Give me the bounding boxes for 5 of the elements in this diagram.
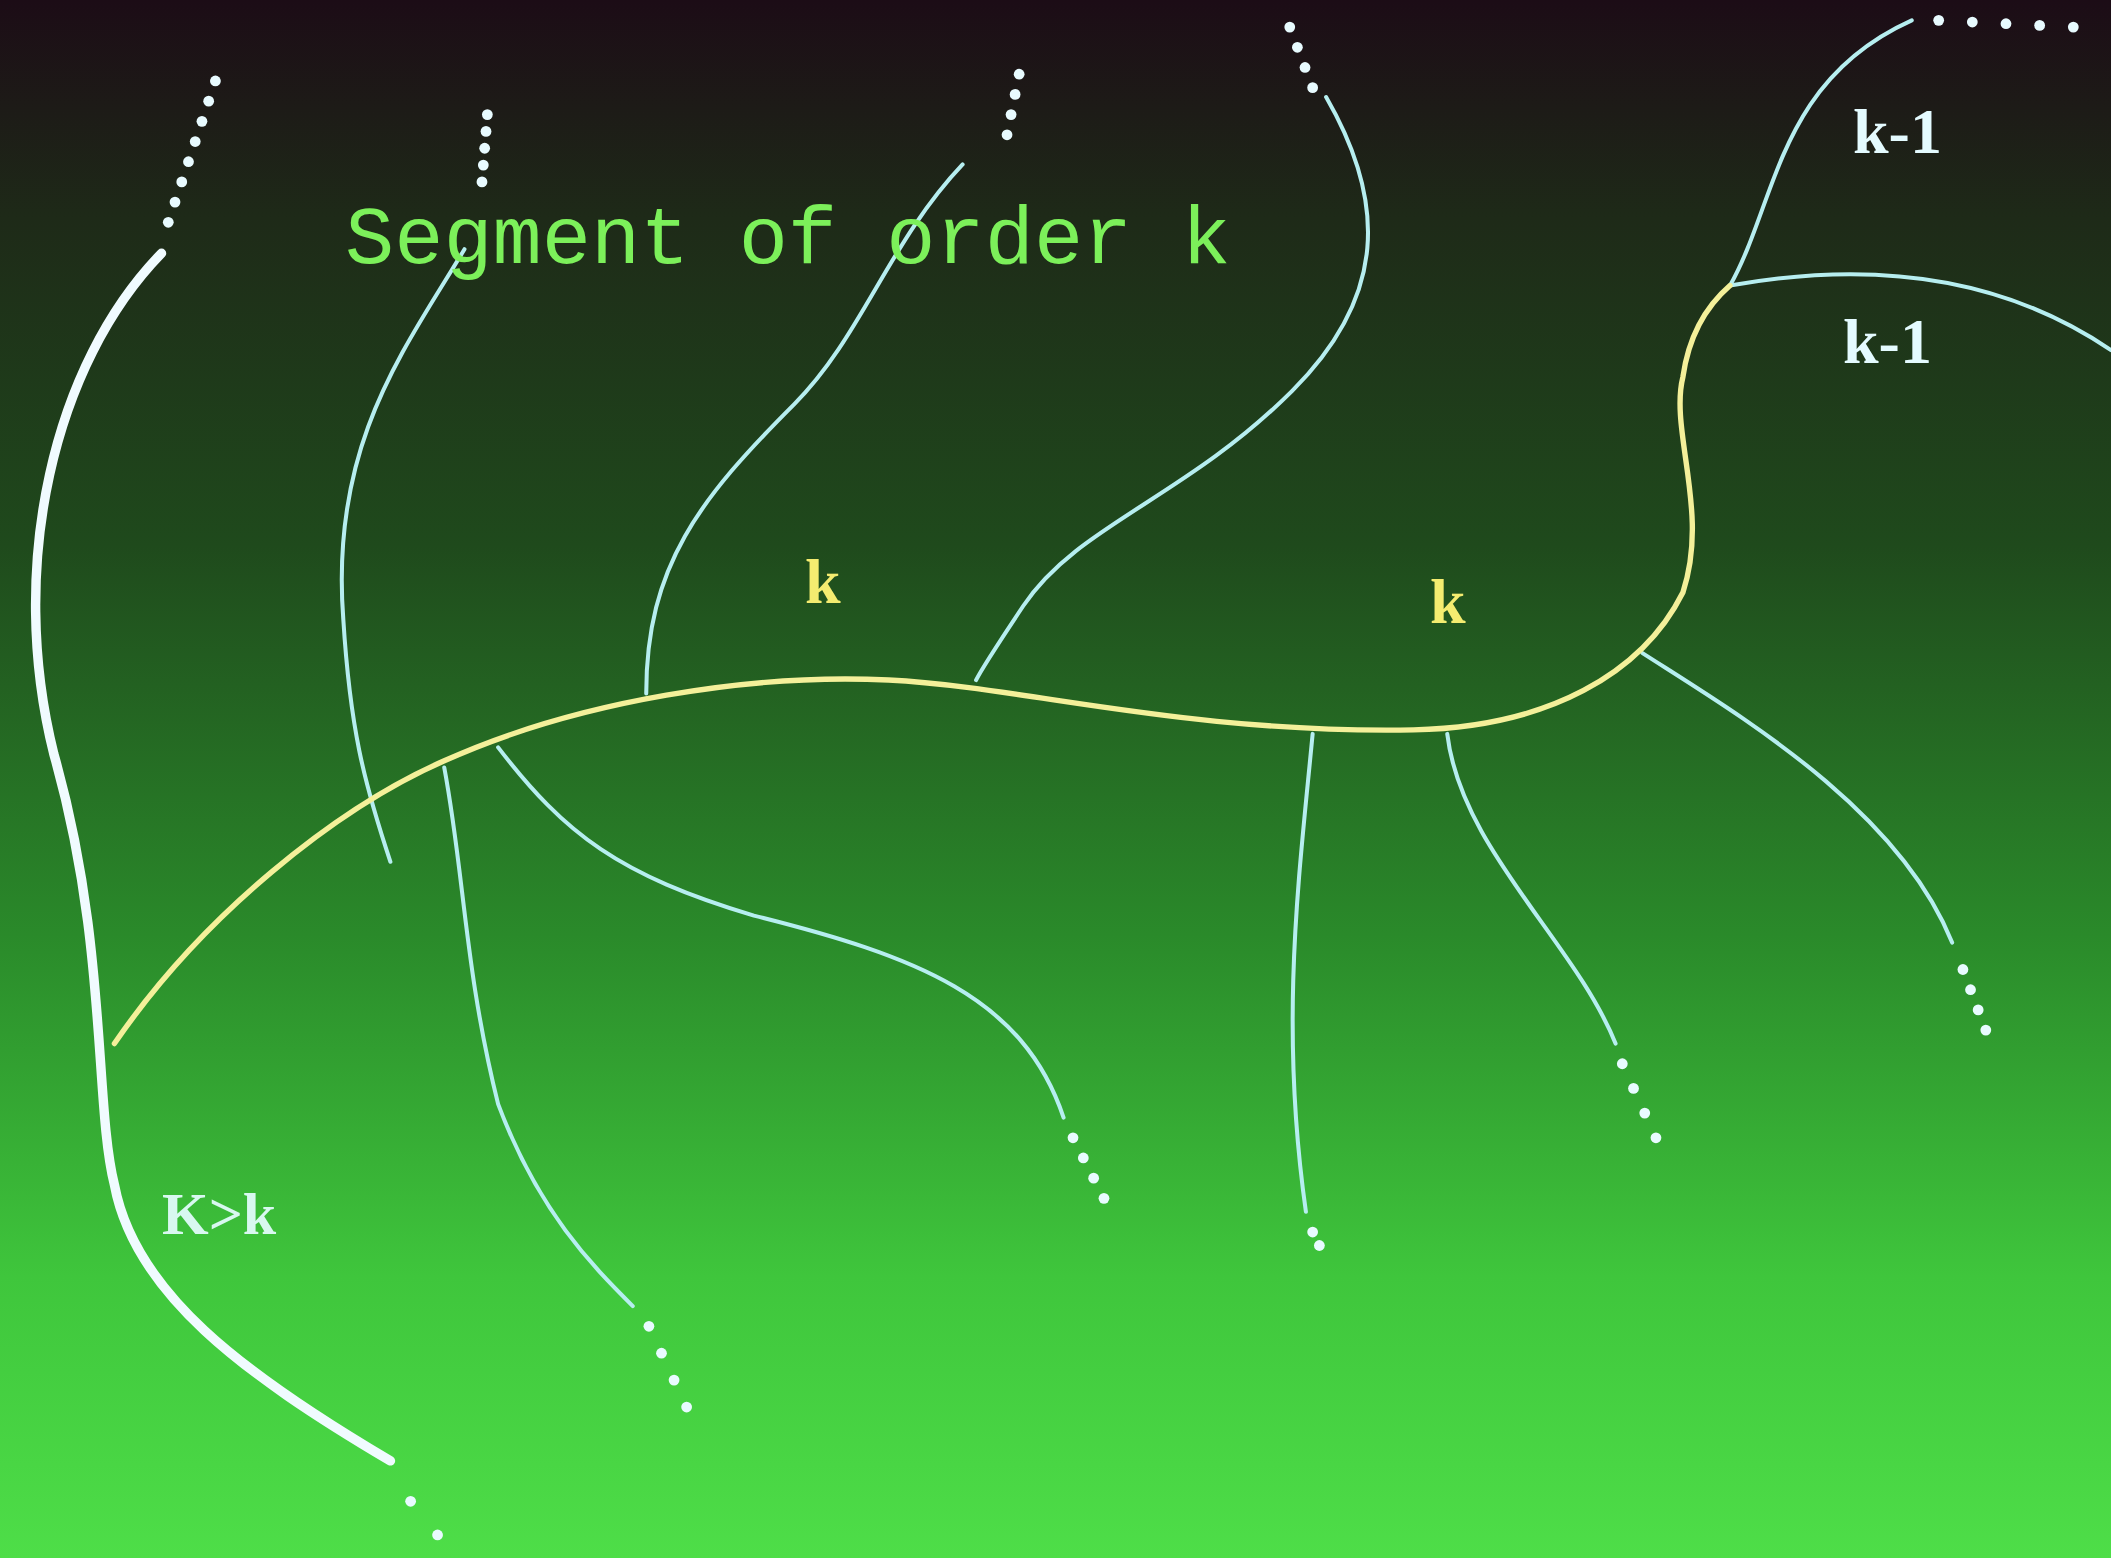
order-label: k-1 <box>1853 95 1942 169</box>
order-label: k <box>805 545 841 619</box>
order-label: k-1 <box>1843 305 1932 379</box>
order-label: K>k <box>162 1180 277 1249</box>
order-label: k <box>1430 565 1466 639</box>
